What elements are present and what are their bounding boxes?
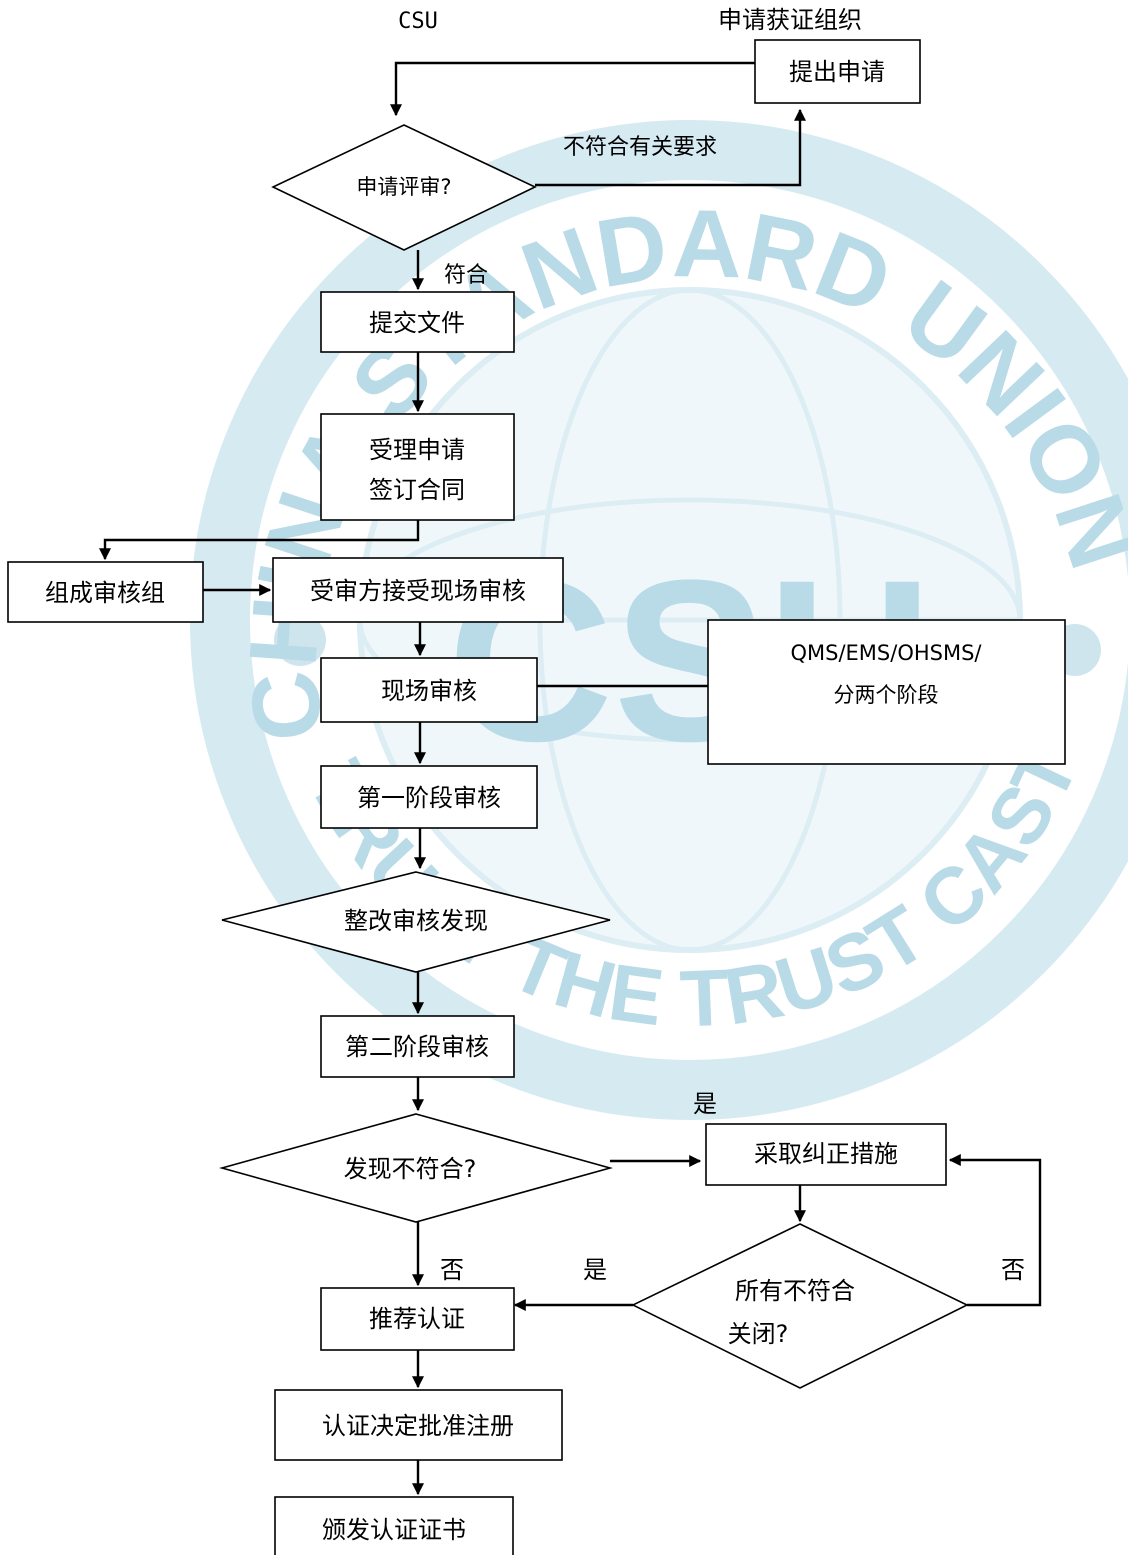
node-nonconformity-label: 发现不符合? (344, 1155, 477, 1183)
node-note-label-2: 分两个阶段 (834, 683, 939, 707)
node-nonconformity: 发现不符合? (219, 1113, 613, 1223)
node-accept-label-2: 签订合同 (369, 476, 465, 504)
node-submit-docs-label: 提交文件 (369, 309, 465, 337)
node-audit-team-label: 组成审核组 (45, 579, 165, 607)
edge-review-to-apply (535, 108, 806, 187)
node-onsite-audit-label: 现场审核 (381, 677, 477, 705)
edge-accept-to-team (99, 520, 420, 561)
node-decision: 认证决定批准注册 (274, 1389, 563, 1461)
label-no-nonconf: 否 (440, 1256, 464, 1284)
node-apply: 提出申请 (754, 39, 921, 104)
label-yes-closed: 是 (583, 1256, 607, 1284)
node-corrective-label: 采取纠正措施 (754, 1140, 898, 1168)
node-issue-cert: 颁发认证证书 (274, 1496, 514, 1555)
label-compliant: 符合 (444, 263, 488, 288)
node-auditee-accepts: 受审方接受现场审核 (272, 557, 564, 623)
lane-csu: CSU (398, 9, 438, 34)
node-note-label-1: QMS/EMS/OHSMS/ (790, 641, 982, 665)
node-submit-docs: 提交文件 (320, 291, 515, 353)
node-stage1-label: 第一阶段审核 (357, 784, 501, 812)
watermark-dot-left (274, 614, 326, 666)
node-audit-team: 组成审核组 (7, 561, 204, 623)
node-all-closed-label-2: 关闭? (728, 1320, 789, 1348)
node-all-closed: 所有不符合 关闭? (631, 1223, 969, 1389)
label-no-closed: 否 (1001, 1256, 1025, 1284)
node-apply-label: 提出申请 (789, 58, 885, 86)
node-stage2-label: 第二阶段审核 (345, 1033, 489, 1061)
node-all-closed-label-1: 所有不符合 (735, 1277, 855, 1305)
label-not-compliant: 不符合有关要求 (563, 135, 717, 160)
node-recommend: 推荐认证 (320, 1287, 515, 1351)
node-recommend-label: 推荐认证 (369, 1305, 465, 1333)
edge-apply-to-review (390, 61, 755, 117)
node-review: 申请评审? (271, 124, 537, 251)
node-onsite-audit: 现场审核 (320, 657, 538, 723)
node-corrective: 采取纠正措施 (705, 1123, 947, 1186)
connectors (99, 61, 1042, 1496)
node-decision-label: 认证决定批准注册 (322, 1412, 514, 1440)
node-stage2: 第二阶段审核 (320, 1015, 515, 1078)
watermark-outer-ring (190, 120, 1128, 1120)
node-accept: 受理申请 签订合同 (320, 413, 515, 521)
node-accept-label-1: 受理申请 (369, 436, 465, 464)
node-stage1: 第一阶段审核 (320, 765, 538, 829)
node-issue-cert-label: 颁发认证证书 (322, 1516, 466, 1544)
lane-applicant: 申请获证组织 (718, 6, 862, 34)
edge-closed-to-corrective (948, 1154, 1042, 1307)
node-auditee-accepts-label: 受审方接受现场审核 (310, 577, 526, 605)
node-review-label: 申请评审? (356, 175, 451, 199)
node-rectify: 整改审核发现 (221, 871, 611, 973)
node-note-stages: QMS/EMS/OHSMS/ 分两个阶段 (707, 619, 1066, 765)
node-rectify-label: 整改审核发现 (344, 907, 488, 935)
label-yes-nonconf: 是 (693, 1090, 717, 1118)
